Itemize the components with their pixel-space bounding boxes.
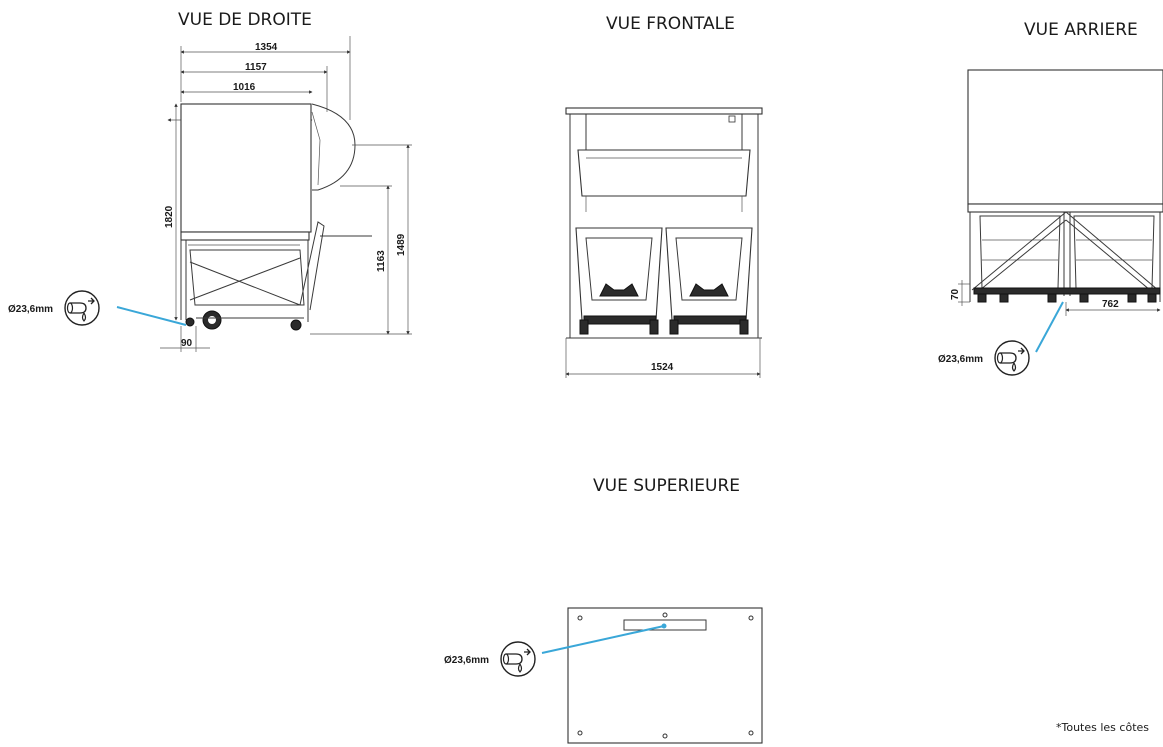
dim-1163: 1163 [376, 250, 387, 272]
dim-1489: 1489 [396, 233, 407, 256]
top-view-title: VUE SUPERIEURE [593, 476, 740, 496]
dim-1016-top: 1016 [233, 82, 256, 93]
dim-1157: 1157 [245, 62, 267, 73]
front-view: 1524 [565, 107, 763, 378]
dim-1354: 1354 [255, 42, 278, 53]
drain-label-top: Ø23,6mm [444, 655, 489, 666]
top-view: Ø23,6mm [444, 607, 763, 744]
dim-70: 70 [950, 288, 961, 300]
dim-1524: 1524 [651, 362, 674, 373]
drain-pipe-icon [994, 340, 1030, 376]
right-view-title: VUE DE DROITE [178, 10, 312, 30]
right-view: 1354 1157 1016 1016 1820 1163 [8, 36, 412, 352]
drain-pipe-icon [500, 641, 536, 677]
front-cart-left [575, 227, 663, 335]
drain-pipe-icon [64, 290, 100, 326]
dim-762: 762 [1102, 299, 1119, 310]
front-cart-right [665, 227, 753, 335]
footnote: *Toutes les côtes [1056, 721, 1149, 734]
drain-label-rear: Ø23,6mm [938, 354, 983, 365]
rear-view-title: VUE ARRIERE [1024, 20, 1138, 40]
drain-label-right: Ø23,6mm [8, 304, 53, 315]
dim-1820: 1820 [164, 205, 175, 228]
dim-90: 90 [181, 338, 193, 349]
front-view-title: VUE FRONTALE [606, 14, 735, 34]
rear-view: 70 762 Ø23,6mm [938, 69, 1163, 376]
